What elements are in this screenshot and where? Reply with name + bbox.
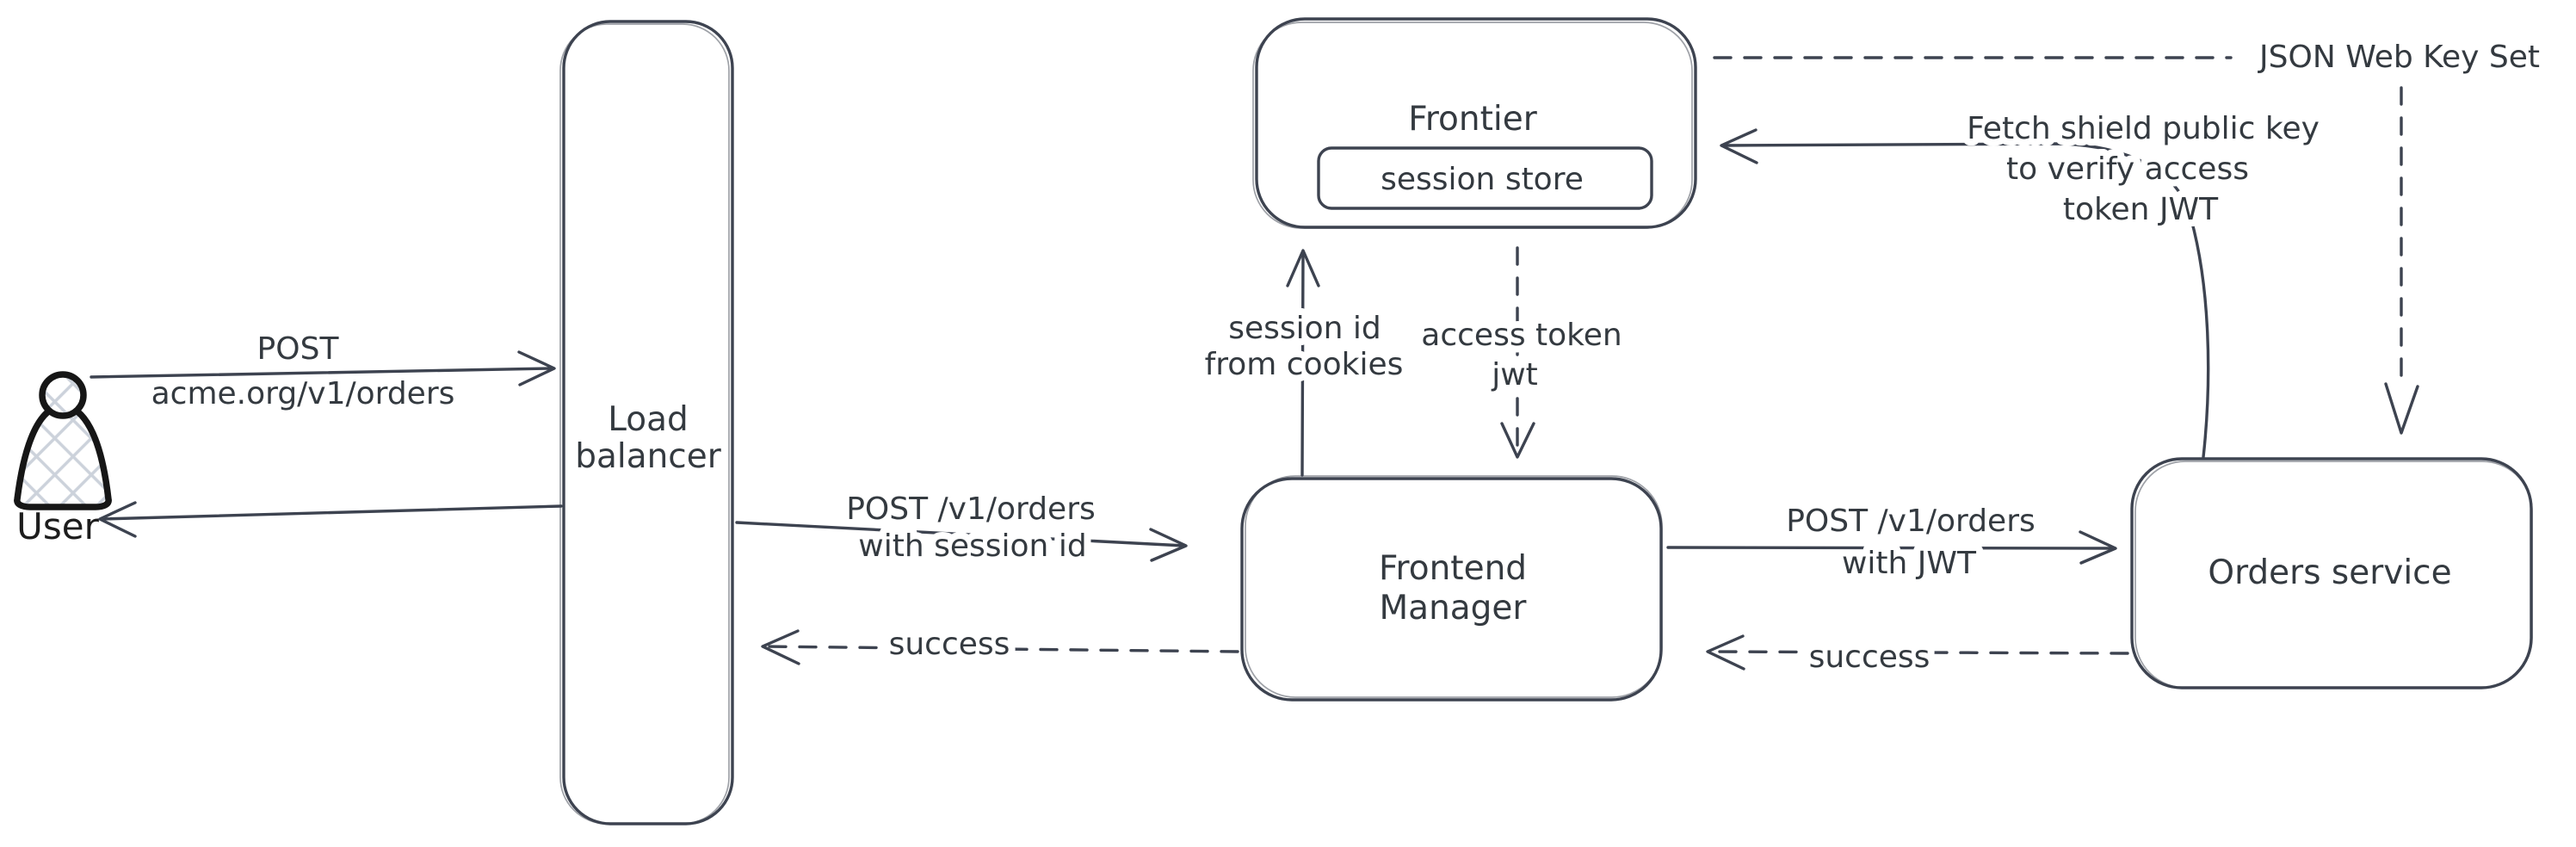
frontend-manager-label: Frontend [1379, 549, 1527, 588]
edge-fm-to-lb-success: success [761, 620, 1239, 669]
arrowhead-up [1286, 249, 1320, 287]
orders-service-label: Orders service [2208, 553, 2451, 592]
edge-label: acme.org/v1/orders [151, 376, 455, 411]
edge-label: to verify access [2006, 151, 2249, 187]
edge-label: POST /v1/orders [1786, 504, 2035, 539]
arrowhead-left [1720, 128, 1758, 164]
frontier-box-sketch [1252, 22, 1693, 229]
arrowhead-right [517, 350, 556, 386]
orders-service-node: Orders service [2130, 457, 2533, 689]
edge-line [1709, 650, 2129, 655]
edge-fm-to-orders: POST /v1/orders with JWT [1666, 497, 2117, 588]
edge-line [735, 521, 1186, 547]
load-balancer-label: Load [608, 400, 689, 439]
arrowhead-left [98, 501, 137, 538]
edge-label: success [1809, 640, 1930, 675]
load-balancer-label: balancer [575, 437, 722, 476]
frontend-manager-box [1240, 477, 1663, 702]
load-balancer-box-sketch [559, 23, 730, 825]
edge-orders-to-frontier: Fetch shield public key to verify access… [1720, 104, 2326, 459]
edge-label: with session id [858, 529, 1086, 564]
frontier-node: Frontier session store [1252, 17, 1697, 229]
frontier-label: Frontier [1408, 100, 1537, 139]
edge-label: token JWT [2063, 192, 2219, 227]
orders-service-box-sketch [2134, 461, 2533, 689]
person-head-icon [39, 371, 87, 419]
user-actor: User [14, 371, 112, 547]
edge-line [763, 645, 1239, 653]
edge-label: POST /v1/orders [846, 492, 1096, 527]
edge-label: Fetch shield public key [1967, 111, 2320, 146]
edge-lb-to-fm: POST /v1/orders with session id [735, 485, 1188, 571]
frontend-manager-label: Manager [1380, 589, 1528, 628]
arrowhead-down [2384, 382, 2419, 435]
load-balancer-node: Load balancer [559, 20, 734, 825]
edge-jwks-to-orders [2384, 86, 2419, 435]
edge-line [100, 504, 563, 521]
edge-orders-to-fm-success: success [1706, 633, 2129, 682]
diagram-scene: User POST acme.org/v1/orders Load balanc… [14, 17, 2540, 825]
edge-fm-to-frontier: session id from cookies [1198, 249, 1410, 477]
edge-user-to-lb: POST acme.org/v1/orders [90, 325, 556, 418]
edge-line [1300, 250, 1305, 477]
arrowhead-left [1706, 634, 1745, 671]
edge-label: with JWT [1842, 546, 1977, 581]
arrowhead-right [2079, 530, 2117, 565]
person-body-icon [14, 402, 112, 510]
edge-line [1721, 142, 2210, 459]
edge-label: session id [1228, 311, 1381, 346]
edge-line [90, 367, 554, 379]
jwks-node: JSON Web Key Set [2258, 40, 2540, 75]
edge-label: POST [257, 331, 340, 367]
edge-label: success [889, 627, 1010, 662]
edge-label: from cookies [1205, 347, 1404, 382]
frontend-manager-node: Frontend Manager [1240, 475, 1663, 702]
arrowhead-down [1500, 422, 1535, 459]
edge-label: access token [1421, 318, 1622, 353]
frontend-manager-box-sketch [1245, 475, 1663, 698]
jwks-label: JSON Web Key Set [2258, 40, 2540, 75]
session-store-box [1317, 146, 1653, 210]
session-store-label: session store [1381, 162, 1584, 197]
arrowhead-left [761, 629, 800, 665]
user-label: User [16, 505, 99, 547]
edge-lb-to-user [98, 501, 563, 538]
edge-line [1666, 546, 2116, 550]
arrowhead-right [1149, 528, 1188, 562]
edge-frontier-to-fm: access token jwt [1414, 246, 1629, 459]
edge-label: jwt [1491, 357, 1538, 393]
